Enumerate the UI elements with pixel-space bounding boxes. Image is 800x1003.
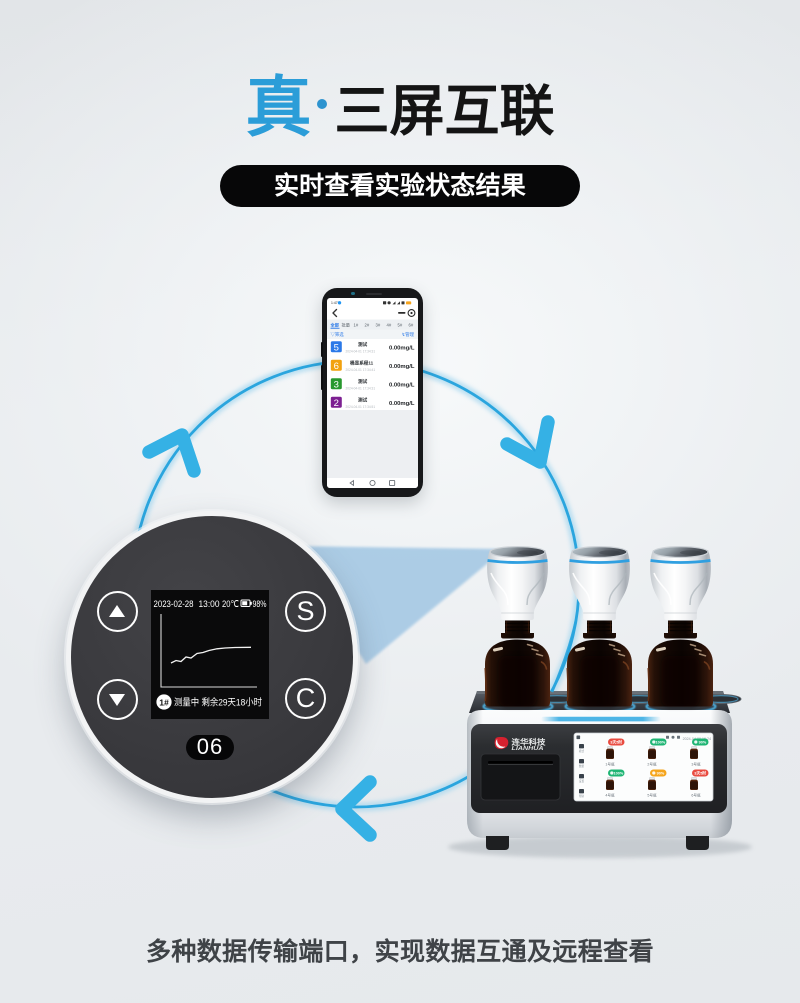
svg-text:6号瓶: 6号瓶 [691, 793, 701, 798]
svg-text:3: 3 [334, 379, 339, 390]
svg-text:1#: 1# [159, 697, 169, 707]
svg-text:5号瓶: 5号瓶 [647, 793, 657, 798]
svg-text:设置: 设置 [579, 779, 585, 783]
svg-text:2024-04-01 17:34:31: 2024-04-01 17:34:31 [346, 386, 376, 390]
svg-text:2024-04-01 17:34:51: 2024-04-01 17:34:51 [346, 405, 376, 409]
svg-text:5: 5 [334, 342, 339, 353]
svg-text:2023-02-28: 2023-02-28 [154, 599, 194, 610]
svg-text:1号瓶: 1号瓶 [605, 762, 615, 767]
svg-text:测试: 测试 [358, 396, 368, 403]
svg-text:1#: 1# [354, 322, 359, 327]
svg-text:测试: 测试 [358, 341, 368, 348]
svg-text:2号瓶: 2号瓶 [647, 762, 657, 767]
svg-text:98%: 98% [253, 599, 267, 610]
svg-text:6: 6 [334, 361, 339, 372]
svg-text:0.00mg/L: 0.00mg/L [389, 401, 415, 407]
svg-text:帮助: 帮助 [579, 794, 585, 798]
svg-text:0.00mg/L: 0.00mg/L [389, 364, 415, 370]
svg-text:连华科技: 连华科技 [512, 736, 546, 746]
svg-text:2024-04-01 17:34:41: 2024-04-01 17:34:41 [346, 368, 376, 372]
svg-text:桶显系程11: 桶显系程11 [349, 359, 374, 366]
svg-text:测量中 剩余29天18小时: 测量中 剩余29天18小时 [174, 697, 262, 709]
svg-text:5#: 5# [398, 322, 403, 327]
svg-text:4#: 4# [387, 322, 392, 327]
svg-text:全部: 全部 [330, 321, 340, 328]
svg-text:3#: 3# [376, 322, 381, 327]
svg-text:↯管理: ↯管理 [402, 331, 415, 338]
svg-text:0.00mg/L: 0.00mg/L [389, 383, 415, 389]
svg-text:20℃: 20℃ [222, 599, 239, 610]
svg-text:4号瓶: 4号瓶 [605, 793, 615, 798]
svg-text:0.00mg/L: 0.00mg/L [389, 346, 415, 352]
svg-text:2: 2 [334, 398, 339, 409]
svg-text:▽筛选: ▽筛选 [331, 331, 345, 338]
svg-text:1:47: 1:47 [331, 301, 338, 305]
svg-text:3号瓶: 3号瓶 [691, 762, 701, 767]
svg-text:6#: 6# [409, 322, 414, 327]
svg-text:2024-04-01 17:34:31: 2024-04-01 17:34:31 [346, 349, 376, 353]
svg-text:LIANHUA: LIANHUA [512, 746, 544, 752]
svg-text:批量: 批量 [342, 321, 350, 328]
svg-text:13:00: 13:00 [199, 599, 220, 610]
svg-text:数据: 数据 [579, 764, 585, 768]
svg-text:测试: 测试 [358, 378, 368, 385]
svg-text:2#: 2# [365, 322, 370, 327]
svg-text:模式: 模式 [579, 749, 585, 753]
